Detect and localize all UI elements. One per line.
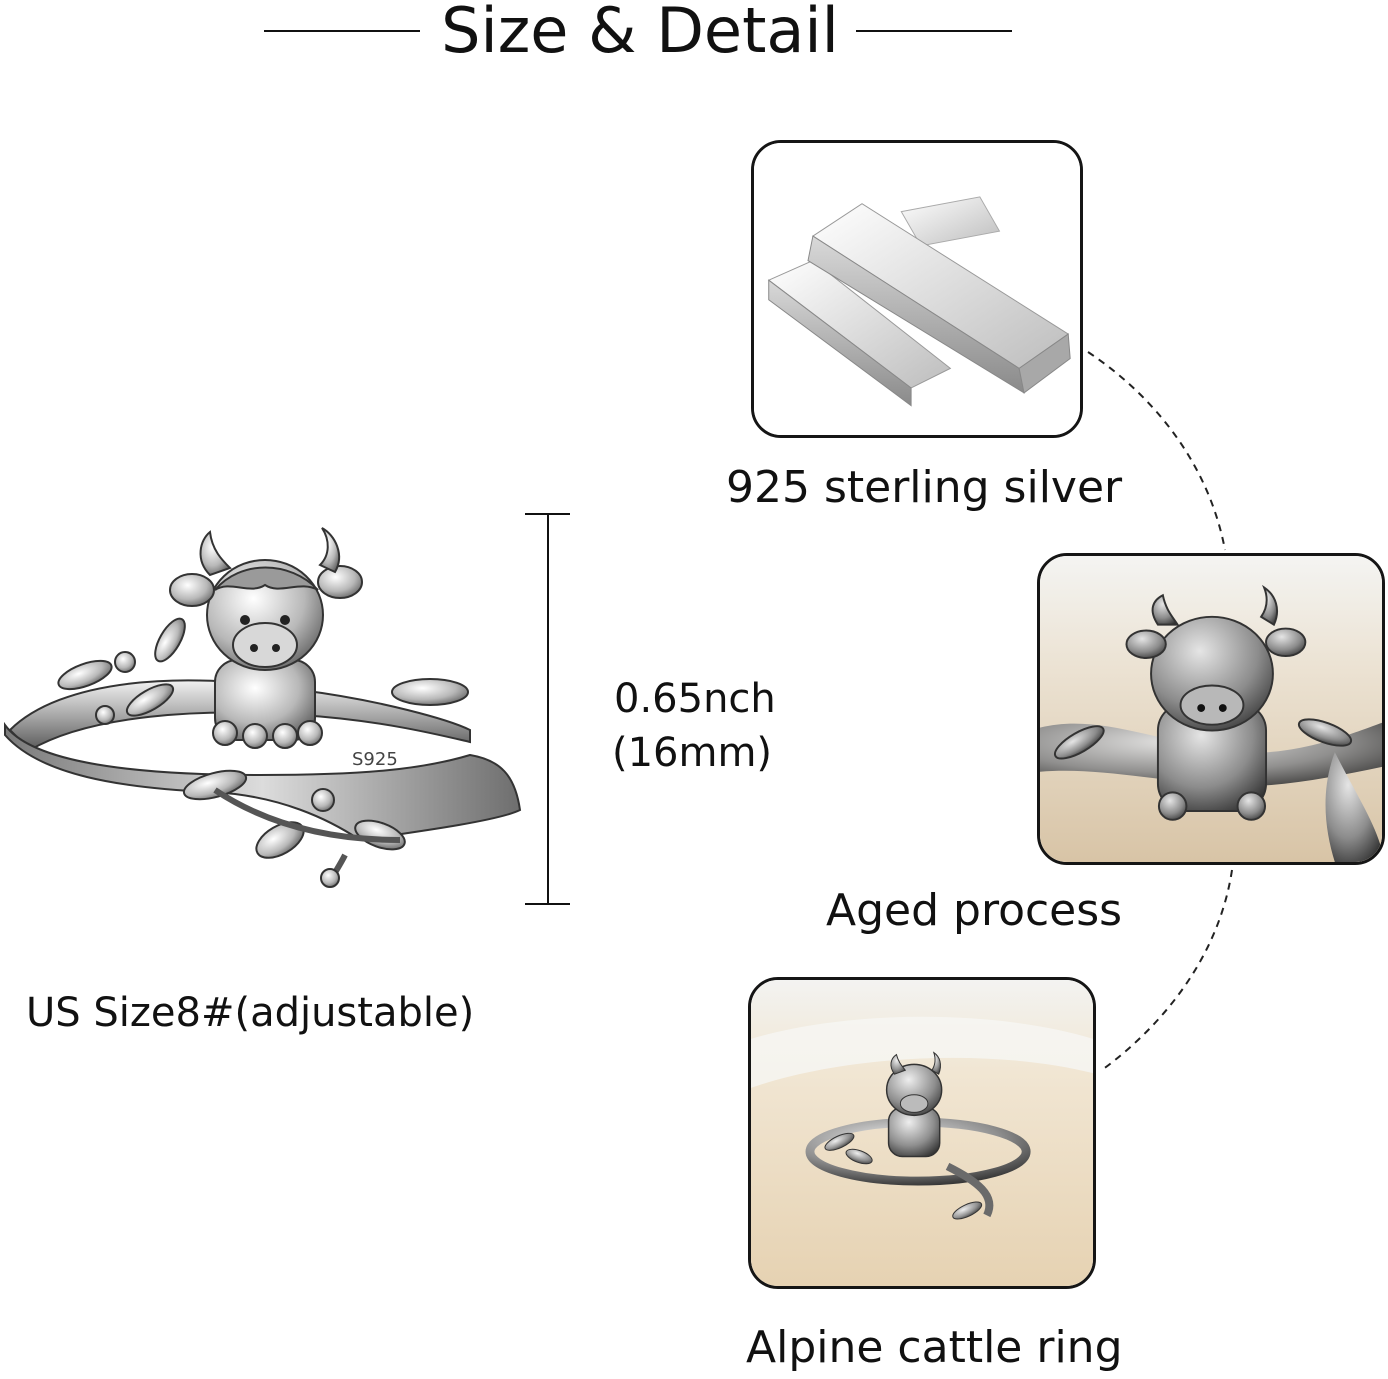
aged-ring-photo-frame: [1037, 553, 1385, 865]
dashed-connector: [1080, 340, 1260, 1080]
alpine-ring-photo-frame: [748, 977, 1096, 1289]
detail-caption-alpine: Alpine cattle ring: [746, 1322, 1123, 1373]
silver-bars-photo-icon: [754, 143, 1080, 435]
measurement-mm: (16mm): [612, 730, 773, 776]
page-title: Size & Detail: [441, 0, 839, 67]
header-rule-left: [264, 30, 420, 32]
ring-stamp: S925: [352, 749, 398, 770]
ring-image: S925: [3, 527, 522, 888]
header-rule-right: [856, 30, 1012, 32]
detail-caption-aged: Aged process: [826, 885, 1123, 936]
ring-on-fabric-photo-icon: [751, 980, 1093, 1286]
detail-caption-silver: 925 sterling silver: [726, 462, 1123, 513]
silver-bars-photo-frame: [751, 140, 1083, 438]
height-measure-bracket: [520, 510, 580, 910]
measurement-inch: 0.65nch: [614, 676, 776, 722]
main-ring-illustration: S925: [0, 520, 540, 900]
aged-ring-closeup-photo-icon: [1040, 556, 1382, 862]
ring-size-label: US Size8#(adjustable): [26, 990, 475, 1036]
